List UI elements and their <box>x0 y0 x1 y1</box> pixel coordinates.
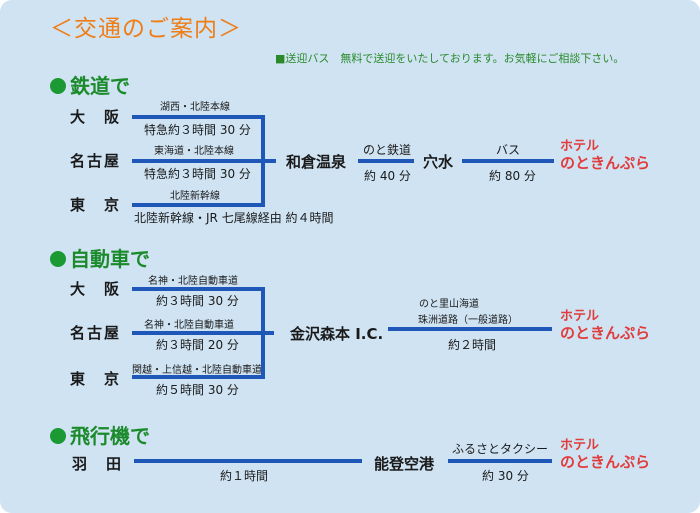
car-hotel-name: ホテルのときんぷら <box>560 308 650 342</box>
rail-leg1-line <box>358 159 414 163</box>
air-leg2-line <box>448 459 552 463</box>
car-heading-text: 自動車で <box>70 247 150 271</box>
rail-leg2-time: 約 80 分 <box>489 169 536 183</box>
air-leg2-label: ふるさとタクシー <box>452 442 549 456</box>
car-leg-label-1: のと里山海道 <box>419 299 479 310</box>
rail-line-osaka: 湖西・北陸本線 <box>160 102 230 113</box>
car-section-heading: 自動車で <box>50 243 150 272</box>
car-line-nagoya: 名神・北陸自動車道 <box>144 320 234 331</box>
car-time-osaka: 約３時間 30 分 <box>156 294 239 308</box>
rail-time-nagoya: 特急約３時間 30 分 <box>144 167 251 181</box>
car-leg-time: 約２時間 <box>448 338 497 352</box>
air-leg2-time: 約 30 分 <box>482 469 529 483</box>
rail-heading-text: 鉄道で <box>70 74 130 98</box>
rail-route-line-nagoya <box>132 159 276 163</box>
car-leg-line <box>388 327 552 331</box>
car-line-tokyo: 関越・上信越・北陸自動車道 <box>132 365 262 376</box>
car-origin-tokyo: 東 京 <box>70 370 122 388</box>
rail-route-line-osaka <box>132 115 264 119</box>
bullet-icon <box>50 428 66 444</box>
hotel-name: のときんぷら <box>560 324 651 342</box>
hotel-label: ホテル <box>560 309 600 324</box>
car-hub-kanazawa-morimoto: 金沢森本 I.C. <box>290 325 384 343</box>
air-heading-text: 飛行機で <box>70 424 150 448</box>
bullet-icon <box>50 251 66 267</box>
rail-leg1-time: 約 40 分 <box>364 169 411 183</box>
rail-line-nagoya: 東海道・北陸本線 <box>154 146 234 157</box>
rail-leg2-line <box>462 159 554 163</box>
car-origin-nagoya: 名古屋 <box>70 324 122 342</box>
car-time-nagoya: 約３時間 20 分 <box>156 338 239 352</box>
page-title: ＜交通のご案内＞ <box>50 16 242 42</box>
car-line-osaka: 名神・北陸自動車道 <box>148 276 238 287</box>
air-section-heading: 飛行機で <box>50 420 150 449</box>
car-origin-osaka: 大 阪 <box>70 280 122 298</box>
air-leg1-time: 約１時間 <box>220 469 269 483</box>
rail-origin-osaka: 大 阪 <box>70 108 122 126</box>
hotel-name: のときんぷら <box>560 453 651 471</box>
air-origin-haneda: 羽 田 <box>72 455 124 473</box>
hotel-name: のときんぷら <box>560 154 651 172</box>
rail-line-tokyo: 北陸新幹線 <box>170 191 220 202</box>
rail-hotel-name: ホテルのときんぷら <box>560 138 650 172</box>
car-time-tokyo: 約５時間 30 分 <box>156 383 239 397</box>
rail-stop-anamizu: 穴水 <box>423 153 454 171</box>
car-route-line-tokyo <box>132 375 264 379</box>
air-leg1-line <box>134 459 362 463</box>
rail-leg2-label: バス <box>496 143 521 157</box>
air-stop-noto-airport: 能登空港 <box>374 455 435 473</box>
air-hotel-name: ホテルのときんぷら <box>560 437 650 471</box>
rail-leg1-label: のと鉄道 <box>363 143 412 157</box>
rail-route-line-tokyo <box>132 203 264 207</box>
rail-time-osaka: 特急約３時間 30 分 <box>144 123 251 137</box>
rail-origin-nagoya: 名古屋 <box>70 152 122 170</box>
hotel-label: ホテル <box>560 139 600 154</box>
rail-section-heading: 鉄道で <box>50 70 130 99</box>
rail-merge-line <box>261 115 265 207</box>
hotel-label: ホテル <box>560 438 600 453</box>
car-merge-line <box>261 287 265 379</box>
shuttle-notice: ■送迎バス 無料で送迎をいたしております。お気軽にご相談下さい。 <box>275 52 625 65</box>
rail-origin-tokyo: 東 京 <box>70 196 122 214</box>
rail-time-tokyo: 北陸新幹線・JR 七尾線経由 約４時間 <box>134 211 334 225</box>
car-leg-label-2: 珠洲道路（一般道路） <box>418 315 518 326</box>
bullet-icon <box>50 78 66 94</box>
car-route-line-nagoya <box>132 331 274 335</box>
car-route-line-osaka <box>132 287 264 291</box>
rail-hub-wakura: 和倉温泉 <box>286 153 347 171</box>
